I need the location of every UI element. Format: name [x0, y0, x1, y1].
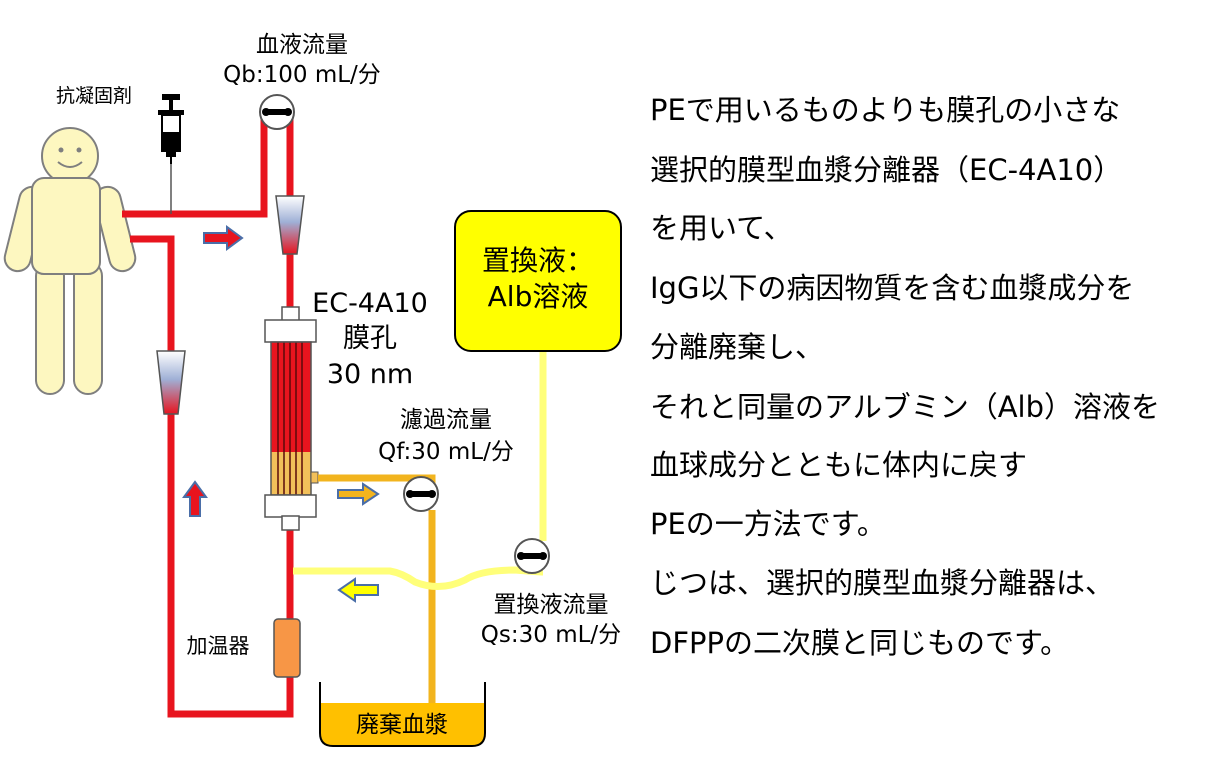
- patient-smile: [57, 161, 83, 168]
- replacement-box-line1: 置換液：: [482, 244, 594, 277]
- replacement-pump-icon: [514, 538, 550, 574]
- filtrate-flow-value: Qf:30 mL/分: [378, 439, 514, 465]
- blood-warmer: [273, 618, 301, 678]
- explanation-line: それと同量のアルブミン（Alb）溶液を: [650, 390, 1161, 424]
- waste-container-outline: [319, 682, 486, 747]
- pore-size-value: 30 nm: [327, 359, 413, 390]
- filtrate-flow-title: 濾過流量: [400, 407, 492, 433]
- filtrate-flow-arrow: [337, 482, 380, 506]
- venous-flow-arrow: [182, 480, 208, 517]
- blood-circuit: [122, 105, 294, 718]
- anticoagulant-label: 抗凝固剤: [56, 85, 132, 107]
- replacement-box-line2: Alb溶液: [488, 280, 589, 313]
- filtrate-pump-icon: [403, 476, 439, 512]
- patient-right-eye: [76, 147, 82, 153]
- explanation-line: じつは、選択的膜型血漿分離器は、: [650, 566, 1115, 600]
- explanation-line: 選択的膜型血漿分離器（EC-4A10）: [650, 153, 1123, 187]
- explanation-line: DFPPの二次膜と同じものです。: [650, 626, 1070, 660]
- patient-left-eye: [58, 147, 64, 153]
- replacement-flow-arrow: [337, 577, 379, 603]
- syringe-icon: [158, 94, 184, 214]
- patient-right-arm: [93, 185, 137, 273]
- warmer-label: 加温器: [187, 634, 250, 658]
- patient-torso: [31, 177, 101, 275]
- explanation-line: 血球成分とともに体内に戻す: [650, 448, 1028, 482]
- replacement-flow-title: 置換液流量: [494, 592, 609, 618]
- pore-size-title: 膜孔: [343, 323, 397, 354]
- blood-flow-title: 血液流量: [256, 32, 348, 58]
- explanation-line: PEで用いるものよりも膜孔の小さな: [650, 93, 1121, 127]
- blood-flow-value: Qb:100 mL/分: [223, 62, 381, 88]
- plasma-filter-column: [264, 306, 319, 531]
- blood-pump-icon: [259, 94, 295, 130]
- explanation-line: 分離廃棄し、: [650, 330, 825, 364]
- arterial-drip-chamber: [275, 195, 305, 255]
- patient-right-leg: [73, 261, 103, 395]
- patient-head: [41, 127, 99, 185]
- patient-figure: [3, 127, 137, 395]
- arterial-line: [122, 105, 268, 218]
- waste-plasma-container: [320, 703, 485, 746]
- waste-plasma-label: 廃棄血漿: [356, 712, 448, 738]
- patient-left-leg: [35, 261, 65, 395]
- replacement-fluid-box: [454, 210, 622, 352]
- explanation-line: PEの一方法です。: [650, 507, 886, 541]
- explanation-line: IgG以下の病因物質を含む血漿成分を: [650, 271, 1135, 305]
- venous-drip-chamber: [156, 350, 186, 415]
- filter-name-label: EC-4A10: [312, 288, 428, 319]
- arterial-flow-arrow: [203, 225, 244, 251]
- explanation-line: を用いて、: [650, 211, 793, 245]
- replacement-flow-value: Qs:30 mL/分: [481, 622, 621, 648]
